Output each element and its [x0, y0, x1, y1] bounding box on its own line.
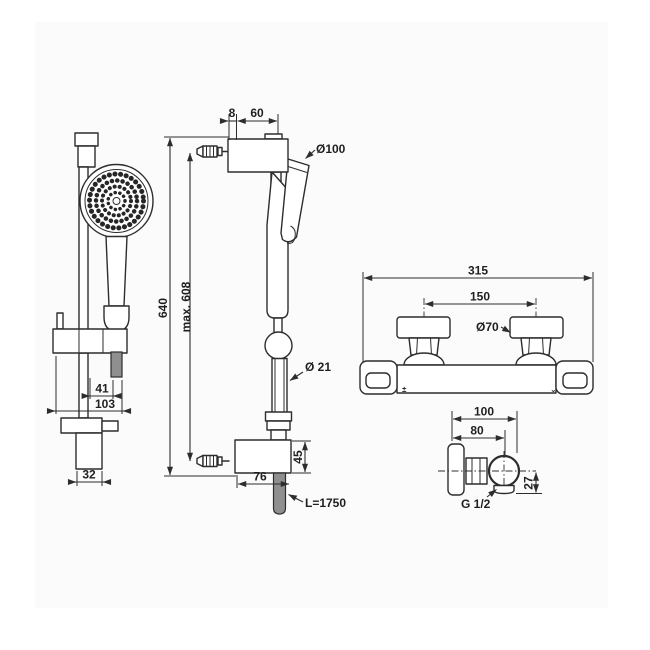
nut-facet: [430, 337, 432, 356]
rail-end-collar: [264, 411, 293, 422]
holder-pin: [56, 312, 64, 330]
dim-label-315: 315: [468, 264, 488, 278]
slider-ball: [264, 331, 293, 360]
dim-label-27: 27: [522, 476, 536, 490]
nozzle-ring-2: [100, 184, 133, 218]
mixer-body: [396, 364, 557, 394]
rail-tube-front-lower: [78, 352, 89, 419]
holder-lever: [110, 351, 123, 378]
endcap-button-right: [562, 372, 588, 389]
rail-tube-side: [271, 357, 288, 414]
rail-top-bracket: [74, 132, 99, 147]
dim-label-handle-dia: Ø70: [476, 320, 499, 334]
rail-bottom-slider: [60, 417, 103, 434]
dim-label-100: 100: [474, 405, 494, 419]
dim-label-60: 60: [250, 106, 264, 120]
mixer-handle-right: [509, 316, 564, 339]
nut-facet: [528, 337, 530, 356]
leader-line: [486, 489, 497, 498]
left-marking-icon: ±: [402, 385, 407, 394]
dim-label-max608: max. 608: [179, 281, 193, 332]
showerhead-face-edge: [286, 165, 308, 173]
mixer-handle-left: [396, 316, 451, 339]
dim-label-80: 80: [470, 424, 484, 438]
dim-label-32: 32: [82, 468, 96, 482]
bracket-tab: [264, 133, 283, 140]
rail-side-view: 640 max. 608: [156, 106, 346, 515]
slider-stem: [273, 317, 283, 334]
bracket-neck: [270, 429, 287, 441]
nozzle-ring-outer: [87, 171, 146, 231]
rail-top-bracket-side: [227, 138, 289, 173]
s-union-cover-right: [515, 352, 557, 366]
handshower-grip-end: [103, 305, 130, 332]
mixer-front-view: 315 150 Ø70 ± ⌄: [359, 264, 594, 395]
rail-end-cap: [266, 420, 291, 431]
dim-label-8: 8: [229, 106, 236, 120]
mixer-handle-side: [447, 443, 465, 496]
dim-label-hose-length: L=1750: [305, 496, 346, 510]
dim-label-41: 41: [95, 382, 109, 396]
right-marking-icon: ⌄: [550, 385, 557, 394]
dim-label-103: 103: [95, 397, 115, 411]
image-background: [35, 22, 608, 608]
handshower-handle: [105, 235, 128, 307]
slider-holder: [52, 328, 128, 354]
leader-line: [305, 149, 316, 159]
dim-label-150: 150: [470, 290, 490, 304]
rail-bottom-bracket: [75, 432, 103, 470]
leader-line: [500, 325, 511, 333]
rail-bottom-knob: [101, 420, 119, 432]
dim-label-45: 45: [291, 450, 305, 464]
dim-label-rail-dia: Ø 21: [305, 360, 331, 374]
shower-hose: [272, 472, 287, 515]
shower-outlet: [493, 484, 515, 495]
nozzle-ring-1: [106, 190, 127, 212]
leader-line: [289, 371, 304, 381]
showerhead-ring: [84, 169, 149, 233]
hook-clip: [286, 225, 296, 244]
dim-label-head-dia: Ø100: [316, 142, 346, 156]
nut-facet: [416, 337, 418, 356]
dim-label-thread: G 1/2: [461, 497, 491, 511]
nut-facet: [542, 337, 544, 356]
s-union-cover-left: [403, 352, 445, 366]
wall-plug-bottom: [196, 454, 230, 468]
rail-top-bracket-body: [77, 145, 96, 168]
handshower-front-view: 41 103 32: [46, 132, 154, 486]
nozzle-ring-3: [93, 178, 140, 224]
rail-bottom-bracket-side: [234, 439, 292, 474]
dim-label-76: 76: [253, 470, 267, 484]
nozzle-center: [112, 197, 121, 205]
endcap-button-left: [365, 372, 391, 389]
leader-line: [288, 494, 304, 503]
dim-label-640: 640: [156, 298, 170, 318]
showerhead-side: [280, 158, 310, 243]
mixer-side-view: 100 80 27 G 1/2: [438, 405, 542, 511]
